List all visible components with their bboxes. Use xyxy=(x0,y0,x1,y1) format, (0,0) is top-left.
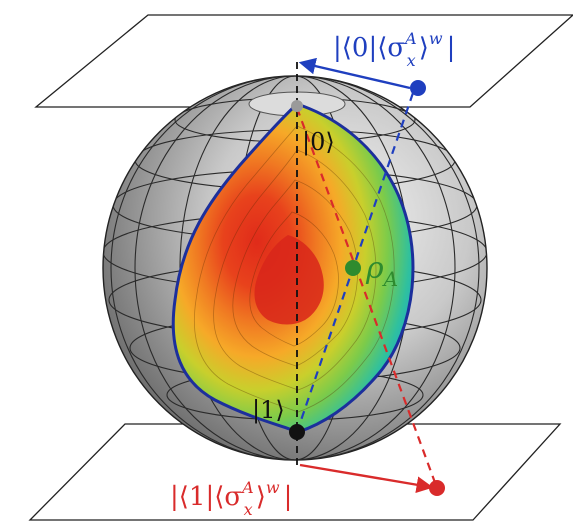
rho-subscript: A xyxy=(382,267,398,291)
svg-text:|⟨0|⟨σAx⟩w|: |⟨0|⟨σAx⟩w| xyxy=(333,29,455,70)
bottom-plane xyxy=(28,423,562,521)
top-label-bracket: ⟩ xyxy=(419,33,429,63)
blue-point xyxy=(410,80,426,96)
rho-point xyxy=(345,260,361,276)
top-label-close: | xyxy=(447,33,456,63)
north-pole-point xyxy=(291,100,303,112)
density-contours xyxy=(193,125,395,413)
south-pole-point xyxy=(289,424,305,440)
rho-label: ρA xyxy=(365,251,398,291)
bottom-label-sub-a: A xyxy=(240,478,254,497)
ket-zero-label: |0⟩ xyxy=(302,128,335,157)
svg-text:|⟨1|⟨σAx⟩w|: |⟨1|⟨σAx⟩w| xyxy=(170,478,292,519)
bottom-label-main: |⟨1|⟨σ xyxy=(170,482,242,512)
bottom-label-sub-x: x xyxy=(244,500,253,519)
top-label-sub-a: A xyxy=(403,29,417,48)
density-core xyxy=(254,235,324,325)
blue-arrow xyxy=(298,57,411,90)
blue-dashed-line xyxy=(295,89,416,433)
red-point xyxy=(429,480,445,496)
bottom-label-close: | xyxy=(284,482,293,512)
bottom-label-sup: w xyxy=(266,478,280,497)
top-label-sub-x: x xyxy=(407,51,416,70)
bottom-label-bracket: ⟩ xyxy=(256,482,266,512)
red-arrow xyxy=(299,463,434,494)
ket-one-label: |1⟩ xyxy=(252,396,285,425)
top-label-sup: w xyxy=(429,29,443,48)
red-dashed-line xyxy=(295,107,439,489)
top-label-main: |⟨0|⟨σ xyxy=(333,33,405,63)
rho-symbol: ρ xyxy=(365,251,384,286)
